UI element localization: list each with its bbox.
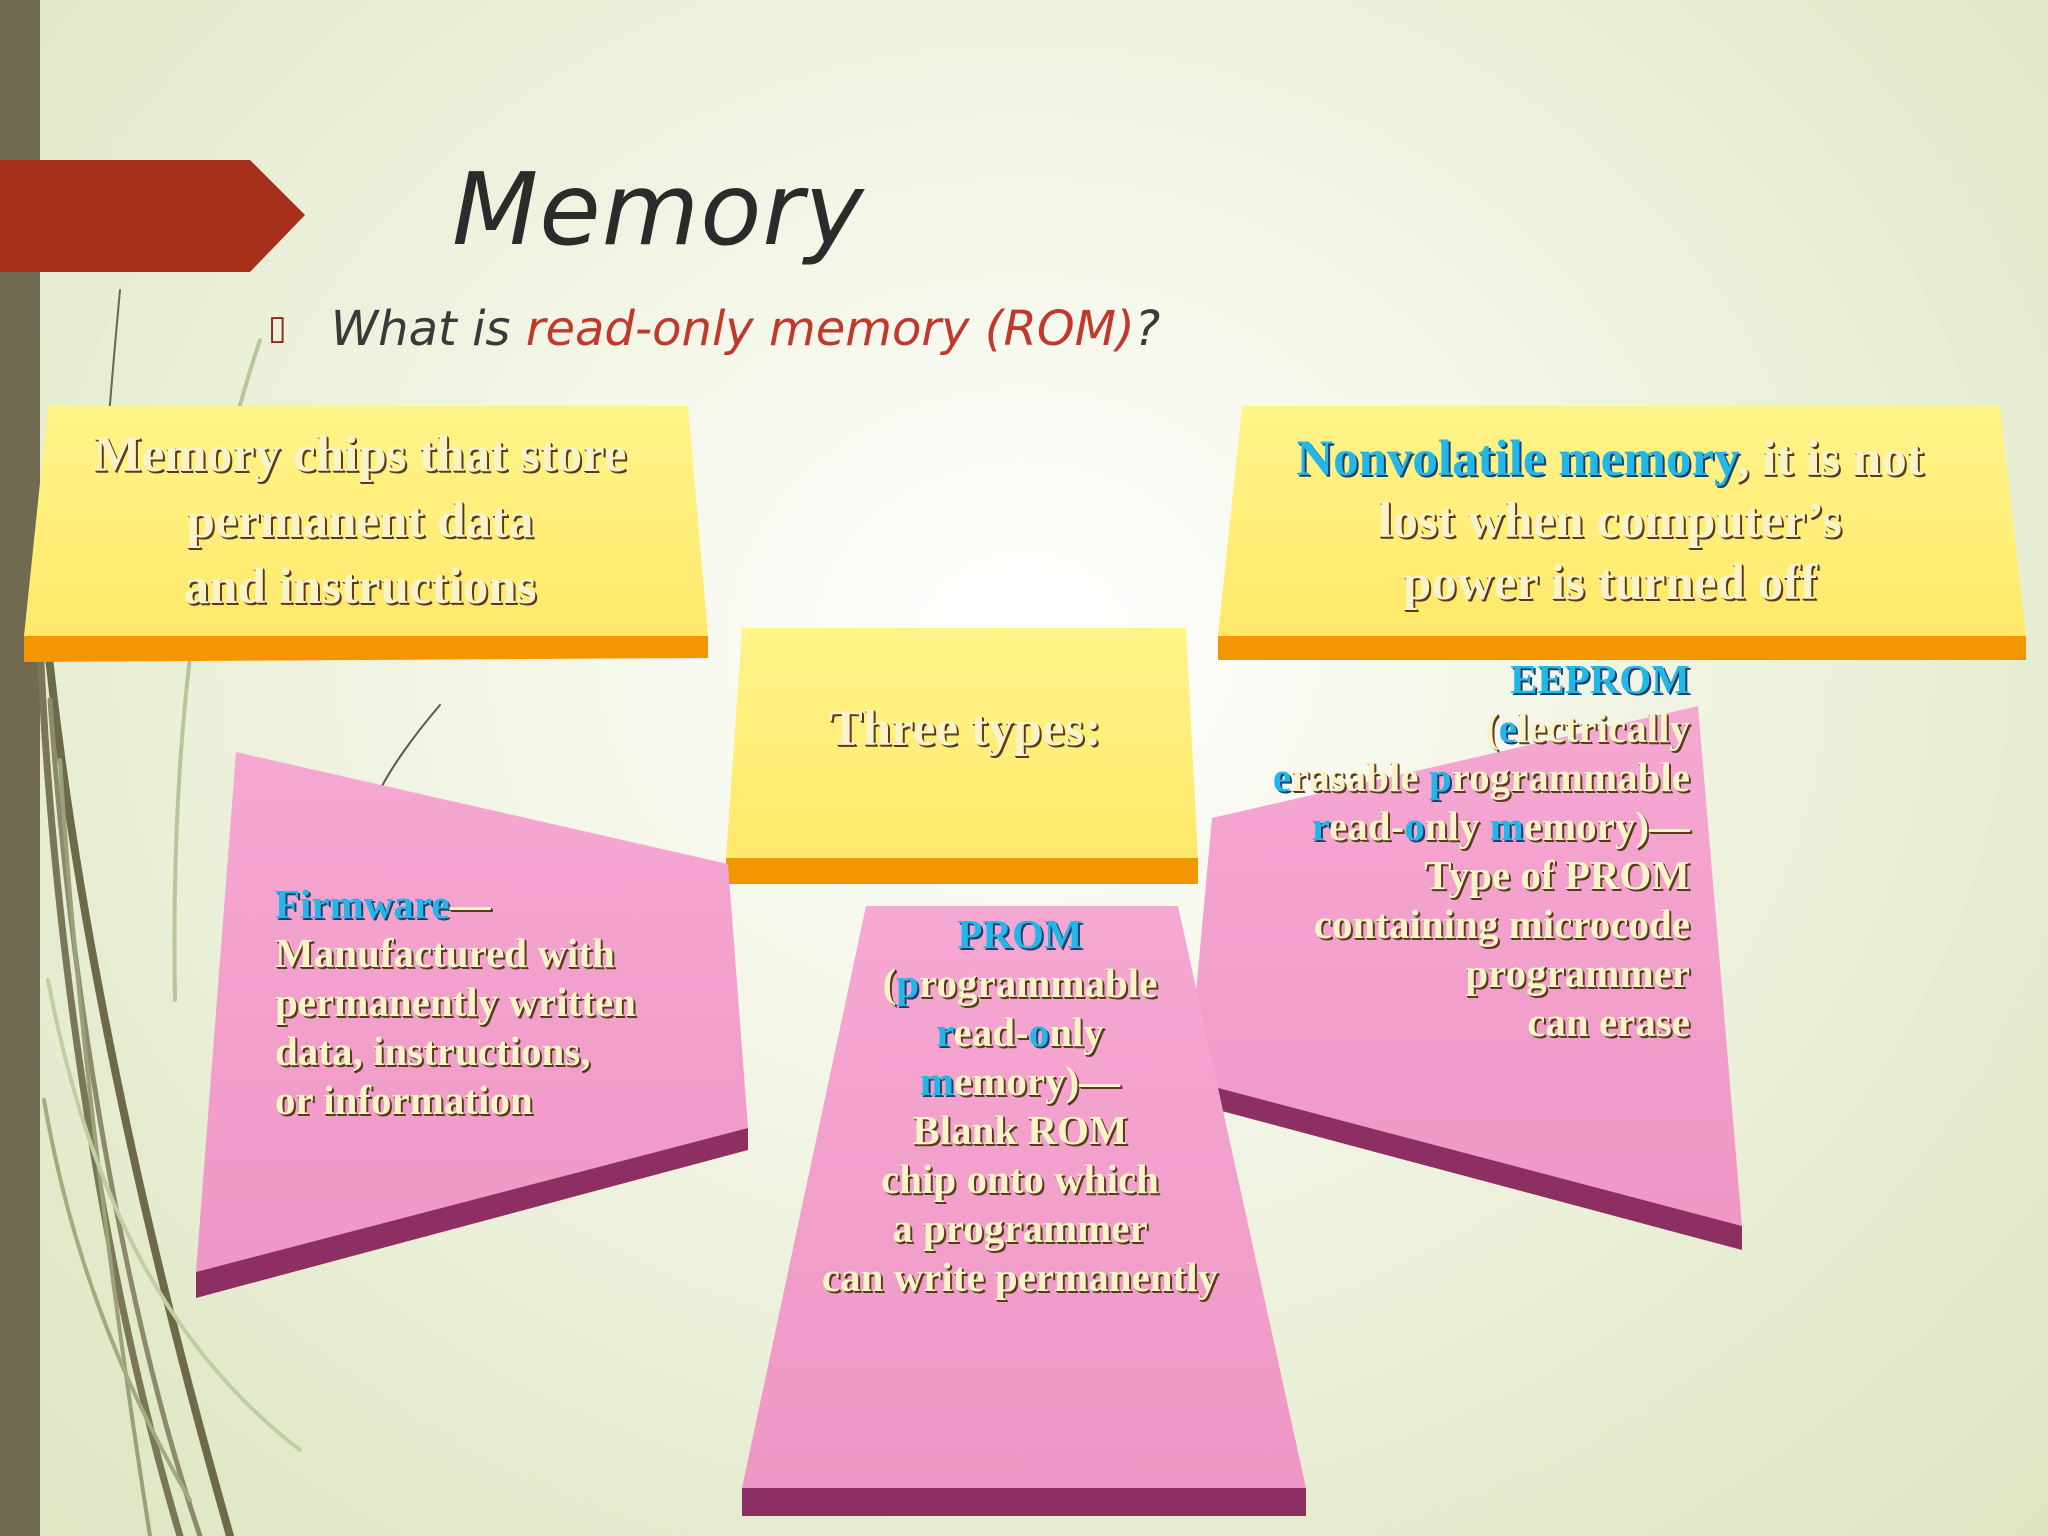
acronym-letter: r (936, 1009, 954, 1055)
box-line: Nonvolatile memory, it is not (1230, 428, 1990, 490)
prom-box-text: PROM (programmable read-only memory)— Bl… (790, 910, 1250, 1302)
text-part: lectrically (1516, 705, 1690, 751)
text-part: ead- (1329, 803, 1405, 849)
eeprom-box-text: EEPROM (electrically erasable programmab… (1170, 655, 1690, 1047)
text-part: nly (1049, 1009, 1104, 1055)
box-line: lost when computer’s (1378, 493, 1842, 549)
box-line: can erase (1527, 999, 1690, 1045)
title-arrow-accent (0, 160, 305, 272)
box-line: permanently written (275, 979, 636, 1025)
term-dash: — (449, 881, 491, 927)
box-line: Type of PROM (1424, 852, 1690, 898)
box-line: erasable programmable (1170, 753, 1690, 802)
text-part: rasable (1291, 754, 1429, 800)
text-part: nly (1424, 803, 1490, 849)
bullet-highlight: read-only memory (ROM) (525, 301, 1135, 357)
eeprom-pink-box (1188, 706, 1742, 1250)
box-line: Memory chips that store (93, 427, 627, 483)
box-line-rest: , it is not (1736, 431, 1924, 487)
nonvolatile-term: Nonvolatile memory (1296, 431, 1737, 487)
box-line: Firmware— (275, 880, 715, 929)
bullet-marker-icon: ▯ (268, 308, 287, 348)
prom-pink-box (742, 906, 1306, 1516)
acronym-letter: m (1489, 803, 1524, 849)
text-part: rogrammable (1451, 754, 1690, 800)
eeprom-term: EEPROM (1510, 656, 1690, 702)
text-part: rogrammable (919, 960, 1158, 1006)
acronym-letter: p (896, 960, 920, 1006)
box-line: power is turned off (1402, 555, 1818, 611)
text-part: ( (882, 960, 897, 1006)
box-line: read-only (790, 1008, 1250, 1057)
box-line: can write permanently (821, 1254, 1219, 1300)
box-line: programmer (1465, 950, 1690, 996)
center-yellow-box (726, 628, 1198, 884)
box-line: EEPROM (1170, 655, 1690, 704)
box-line: Blank ROM (912, 1107, 1128, 1153)
acronym-letter: o (1028, 1009, 1050, 1055)
text-part: emory)— (953, 1058, 1121, 1104)
acronym-letter: r (1311, 803, 1330, 849)
bullet-suffix: ? (1134, 301, 1161, 357)
box-line: data, instructions, (275, 1028, 591, 1074)
acronym-letter: e (1498, 705, 1517, 751)
bullet-prefix: What is (330, 301, 526, 357)
box-line: Manufactured with (275, 930, 615, 976)
box-line: permanent data (186, 493, 534, 549)
box-line: (electrically (1170, 704, 1690, 753)
box-line: and instructions (183, 559, 537, 615)
prom-term: PROM (957, 911, 1083, 957)
acronym-letter: o (1404, 803, 1425, 849)
text-part: ead- (953, 1009, 1029, 1055)
three-types-label: Three types: (828, 701, 1102, 757)
top-right-yellow-box (1218, 406, 2026, 660)
firmware-pink-box (196, 752, 748, 1298)
acronym-letter: m (919, 1058, 954, 1104)
text-part: ( (1485, 705, 1499, 751)
box-line: read-only memory)— (1170, 802, 1690, 851)
text-part: emory)— (1523, 803, 1690, 849)
grass-lines-decoration (36, 289, 441, 1536)
box-line: chip onto which (881, 1156, 1159, 1202)
top-left-box-text: Memory chips that store permanent data a… (40, 422, 680, 620)
bullet-question: ▯ What is read-only memory (ROM)? (268, 298, 1160, 359)
box-line: a programmer (892, 1205, 1148, 1251)
top-left-yellow-box (24, 406, 708, 662)
slide-title: Memory (452, 151, 865, 268)
top-right-box-text: Nonvolatile memory, it is not lost when … (1230, 428, 1990, 614)
box-line: (programmable (790, 959, 1250, 1008)
box-line: PROM (790, 910, 1250, 959)
acronym-letter: p (1428, 754, 1452, 800)
acronym-letter: e (1272, 754, 1292, 800)
box-line: containing microcode (1313, 901, 1690, 947)
box-line: or information (275, 1077, 533, 1123)
firmware-term: Firmware (275, 881, 450, 927)
firmware-box-text: Firmware— Manufactured with permanently … (275, 880, 715, 1125)
box-line: memory)— (790, 1057, 1250, 1106)
